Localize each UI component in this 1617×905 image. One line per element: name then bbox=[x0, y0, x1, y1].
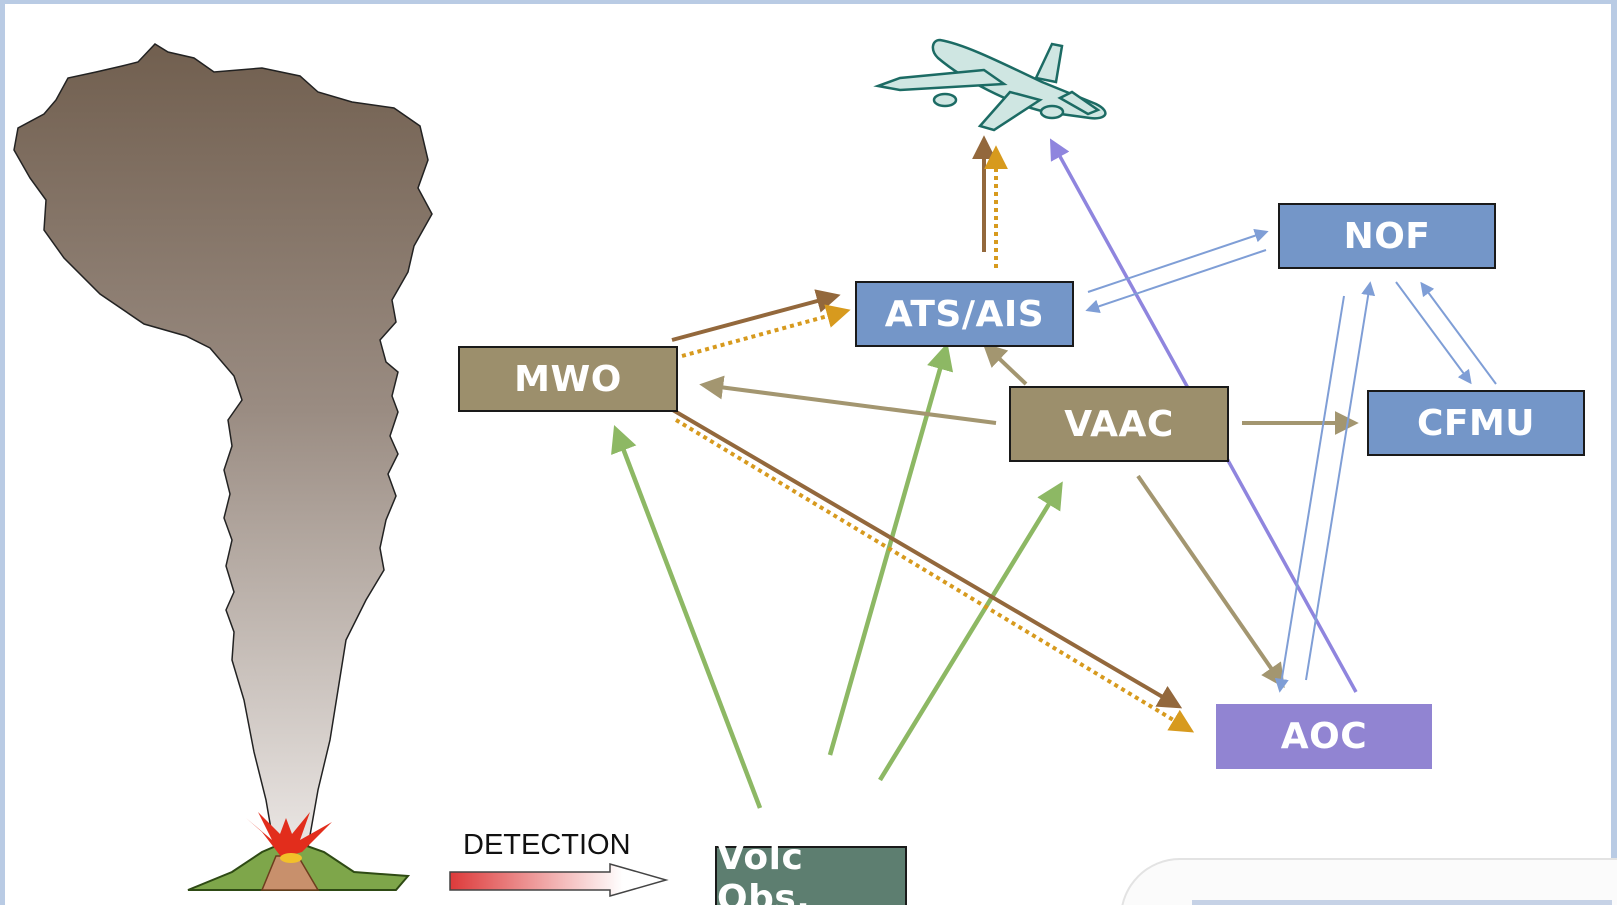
mwo-ats-dotted-arrow bbox=[681, 304, 851, 358]
corner-decoration-bar bbox=[1192, 900, 1612, 905]
vaac-mwo-arrow bbox=[699, 375, 997, 425]
volc-obs-box: Volc Obs. bbox=[715, 837, 907, 905]
ats-ais-box: ATS/AIS bbox=[855, 281, 1074, 347]
corner-decoration bbox=[1120, 858, 1617, 905]
nof-links bbox=[1085, 228, 1497, 693]
detection-label: DETECTION bbox=[463, 829, 631, 861]
vaac-box: VAAC bbox=[1009, 386, 1229, 462]
nof-box: NOF bbox=[1278, 203, 1496, 269]
airplane-icon bbox=[873, 38, 1107, 132]
vaac-aoc-arrow bbox=[1136, 474, 1285, 688]
detection-arrow-icon bbox=[449, 863, 669, 897]
mwo-aoc-dotted-arrow bbox=[674, 418, 1195, 733]
mwo-aoc-arrow bbox=[664, 404, 1183, 709]
cfmu-box: CFMU bbox=[1367, 390, 1585, 456]
ash-plume-icon bbox=[13, 43, 433, 859]
frame-right-edge bbox=[1611, 0, 1617, 905]
volcano-icon bbox=[187, 812, 411, 891]
mwo-ats-arrow bbox=[671, 289, 841, 342]
mwo-box: MWO bbox=[458, 346, 678, 412]
aoc-box: AOC bbox=[1216, 704, 1432, 769]
vaac-ats-arrow bbox=[982, 342, 1028, 386]
